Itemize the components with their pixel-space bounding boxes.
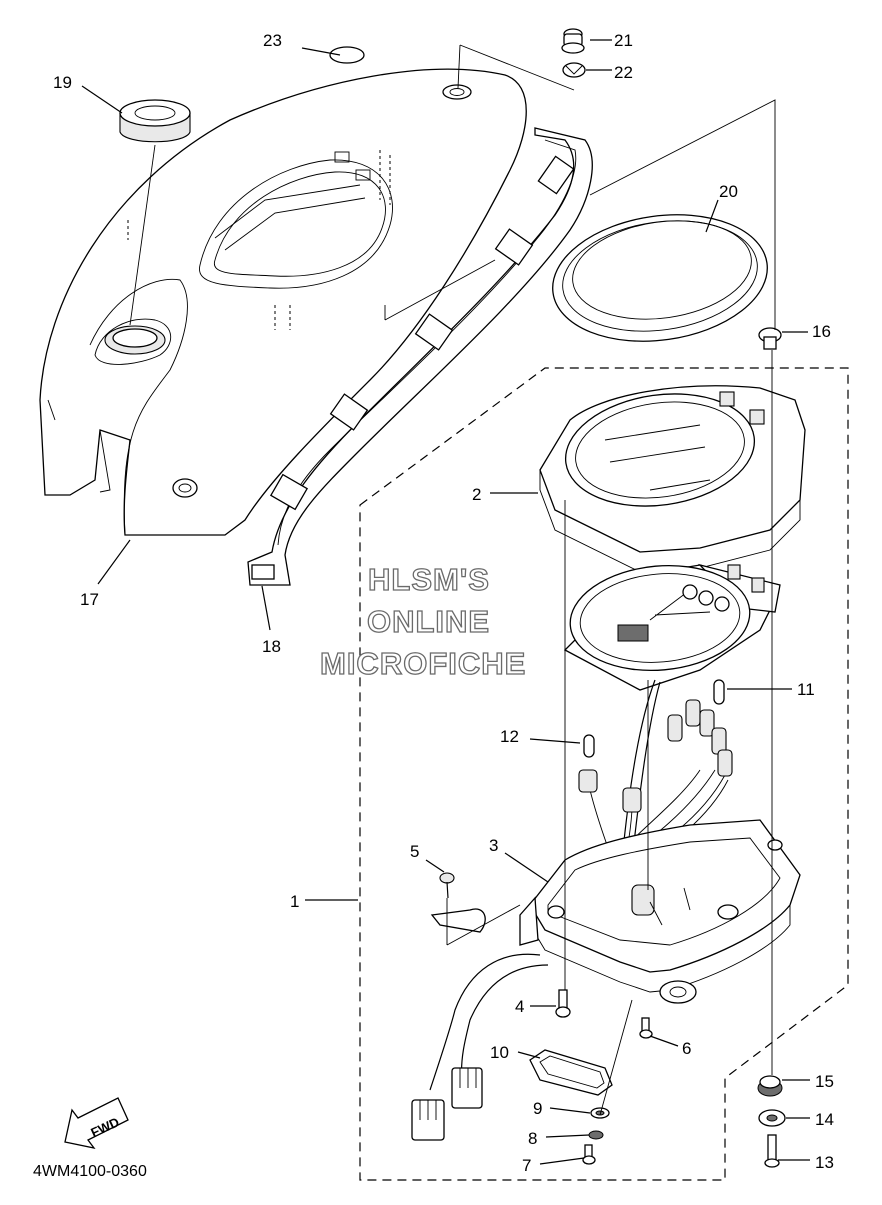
callout-4: 4 (515, 997, 524, 1016)
assembly-outline-1 (359, 367, 849, 1181)
clamp-5 (430, 872, 486, 933)
callout-6: 6 (682, 1039, 691, 1058)
washer-22 (562, 62, 586, 78)
callout-3: 3 (489, 836, 498, 855)
bulb-12 (578, 734, 598, 793)
meter-upper-case-2 (539, 385, 806, 573)
screw-13 (764, 1134, 780, 1168)
washer-9 (590, 1107, 610, 1119)
screw-4 (555, 989, 571, 1018)
callout-20: 20 (719, 182, 738, 201)
grommet-15 (757, 1075, 783, 1097)
callout-1: 1 (290, 892, 299, 911)
meter-cover-17 (39, 68, 527, 536)
callout-22: 22 (614, 63, 633, 82)
callout-5: 5 (410, 842, 419, 861)
callout-16: 16 (812, 322, 831, 341)
meter-lower-case-3 (519, 819, 801, 1004)
callout-11: 11 (797, 680, 815, 699)
callout-13: 13 (815, 1153, 834, 1172)
callout-14: 14 (815, 1110, 834, 1129)
callout-9: 9 (533, 1099, 542, 1118)
fwd-arrow-icon: FWD (64, 1097, 129, 1149)
leader-lines (81, 39, 810, 1165)
alignment-lines (129, 44, 776, 1116)
callout-23: 23 (263, 31, 282, 50)
hardware-lower (555, 989, 653, 1165)
meter-face (563, 563, 781, 691)
watermark-line-2: ONLINE (367, 604, 490, 639)
screw-7 (582, 1144, 596, 1165)
grommet-19 (119, 99, 191, 143)
watermark-line-3: MICROFICHE (320, 646, 526, 681)
bezel-strip-18 (247, 127, 593, 586)
watermark: HLSM'S ONLINE MICROFICHE (319, 561, 526, 681)
bulb-11 (713, 679, 725, 705)
diagram-code: 4WM4100-0360 (33, 1163, 147, 1180)
callout-7: 7 (522, 1156, 531, 1175)
gasket-10 (529, 1049, 613, 1096)
hardware-right (757, 327, 786, 1168)
callout-8: 8 (528, 1129, 537, 1148)
bulb-sockets (578, 679, 733, 813)
callout-2: 2 (472, 485, 481, 504)
callout-10: 10 (490, 1043, 509, 1062)
screw-6 (639, 1017, 653, 1039)
meter-ring-20 (552, 214, 768, 342)
callout-17: 17 (80, 590, 99, 609)
callout-18: 18 (262, 637, 281, 656)
watermark-line-1: HLSM'S (368, 562, 490, 597)
washer-14 (758, 1109, 786, 1127)
cap-23 (329, 46, 365, 64)
callout-labels: 1 2 3 4 5 6 7 8 9 10 11 12 13 14 15 16 1… (53, 31, 834, 1175)
washer-8 (588, 1130, 604, 1140)
callout-21: 21 (614, 31, 633, 50)
screw-21 (561, 28, 585, 54)
callout-12: 12 (500, 727, 519, 746)
callout-19: 19 (53, 73, 72, 92)
callout-15: 15 (815, 1072, 834, 1091)
nut-16 (758, 327, 782, 350)
